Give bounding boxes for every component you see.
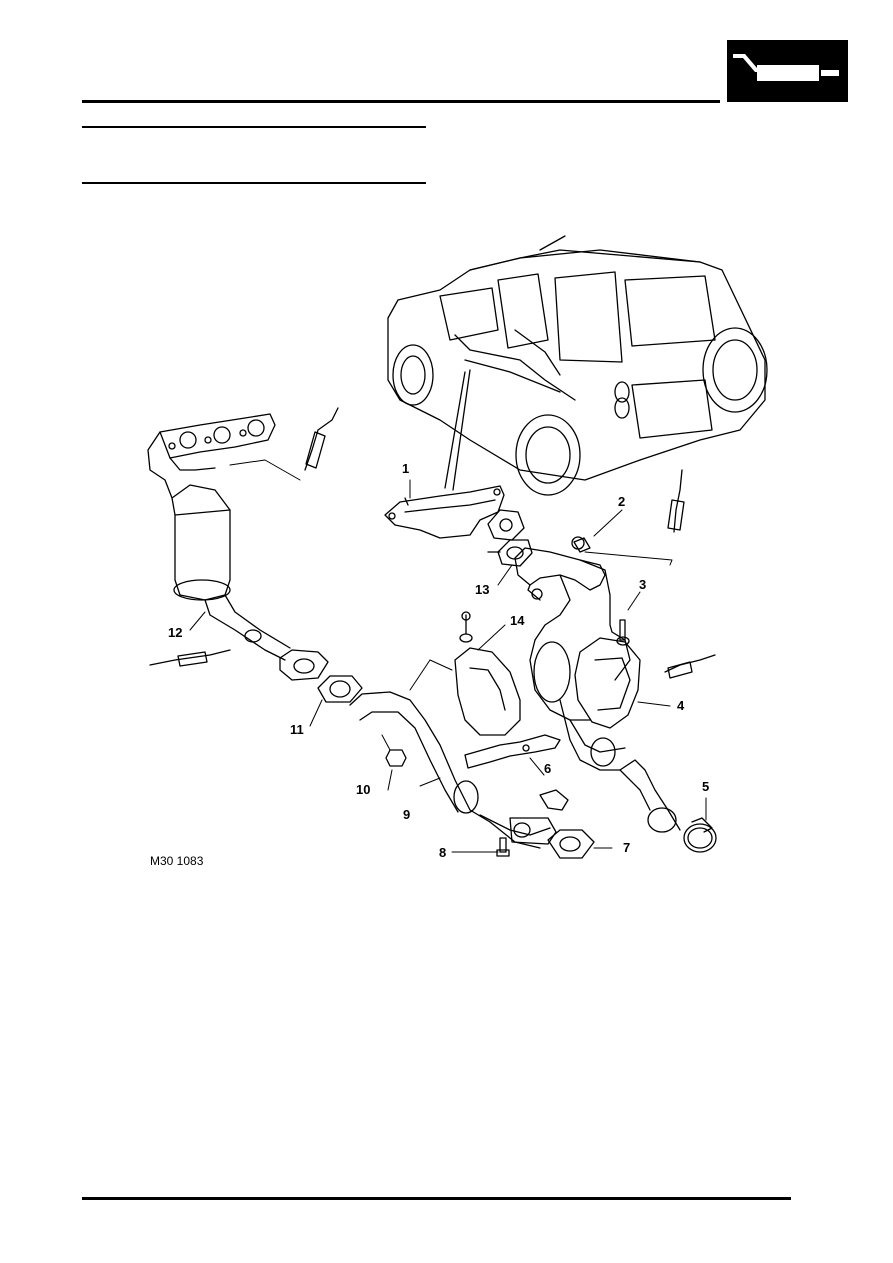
part-11-gasket (279, 649, 363, 703)
callout-13: 13 (475, 582, 490, 597)
header-rule (82, 100, 720, 103)
footer-rule (82, 1197, 791, 1200)
rear-catalytic-converter-pipe (514, 536, 681, 833)
part-4-catalyst-heat-shield (574, 637, 641, 729)
callout-5: 5 (702, 779, 710, 794)
title-rule-top (82, 126, 426, 128)
part-9-intermediate-pipe (349, 691, 557, 849)
callout-12: 12 (168, 625, 183, 640)
section-tab-icon (727, 40, 848, 102)
callout-14: 14 (510, 613, 525, 628)
front-exhaust-manifold (147, 413, 276, 499)
callout-9: 9 (403, 807, 411, 822)
part-14-heat-shield (454, 611, 521, 736)
leader-lines (189, 459, 707, 853)
callout-3: 3 (639, 577, 647, 592)
callout-10: 10 (356, 782, 371, 797)
part-8-bolt (496, 837, 510, 857)
callout-11: 11 (290, 722, 304, 737)
figure-id-label: M30 1083 (150, 854, 204, 868)
oxygen-sensors (149, 407, 716, 679)
part-2-nut (573, 537, 591, 553)
part-7-gasket (547, 829, 595, 859)
callout-6: 6 (544, 761, 552, 776)
part-13-gaskets (487, 509, 533, 567)
part-1-manifold-heat-shield (384, 485, 505, 539)
part-10-nut (385, 749, 407, 767)
part-6-mounting-bracket (464, 734, 569, 811)
callout-4: 4 (677, 698, 685, 713)
title-rule-bottom (82, 182, 426, 184)
callout-8: 8 (439, 845, 447, 860)
part-5-clamp (683, 817, 717, 853)
vehicle-illustration (387, 235, 768, 496)
part-3-bolt (616, 619, 630, 646)
exhaust-pipe-icon (733, 54, 839, 81)
part-12-front-catalytic-converter (171, 484, 291, 661)
callout-7: 7 (623, 840, 631, 855)
callout-1: 1 (402, 461, 410, 476)
callout-2: 2 (618, 494, 626, 509)
